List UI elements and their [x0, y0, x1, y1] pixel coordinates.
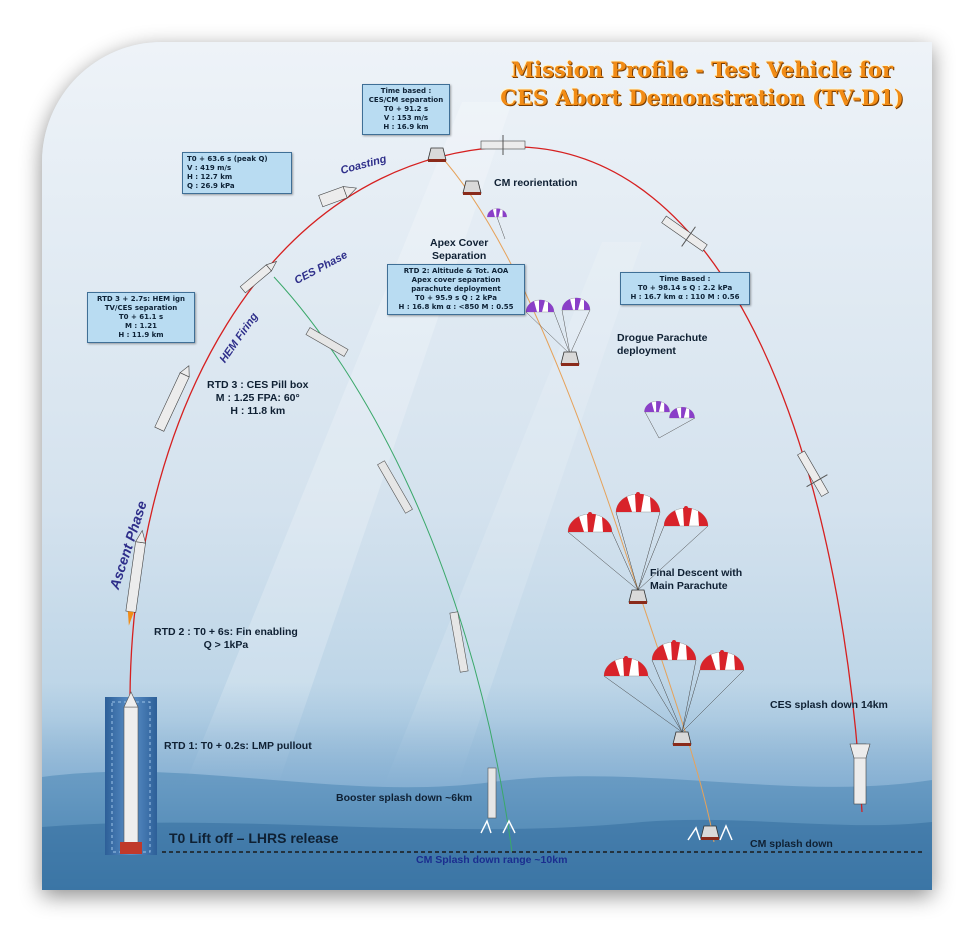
label-ces-splash: CES splash down 14km	[770, 699, 888, 711]
label-rtd2-fin: RTD 2 : T0 + 6s: Fin enabling Q > 1kPa	[154, 626, 298, 651]
label-cm-reorientation: CM reorientation	[494, 177, 578, 189]
label-rtd1: RTD 1: T0 + 0.2s: LMP pullout	[164, 740, 312, 752]
label-cm-splash: CM splash down	[750, 838, 833, 850]
label-t0-liftoff: T0 Lift off – LHRS release	[169, 830, 339, 846]
info-box-rtd3-hem: RTD 3 + 2.7s: HEM ign TV/CES separation …	[87, 292, 195, 343]
drogue-parachute-icon-2	[525, 297, 591, 367]
cm-descent-trajectory	[436, 151, 715, 843]
label-rtd3-pill: RTD 3 : CES Pill box M : 1.25 FPA: 60° H…	[207, 379, 309, 417]
parachute-icon	[567, 491, 709, 605]
ces-booster-trajectory	[273, 276, 513, 853]
booster-splash-icon	[487, 767, 497, 819]
ces-tower-descent-icon-2	[797, 450, 829, 497]
booster-icon	[305, 327, 349, 357]
ces-tower-descent-icon	[661, 215, 708, 252]
info-box-time-based: Time Based : T0 + 98.14 s Q : 2.2 kPa H …	[620, 272, 750, 305]
label-cm-range: CM Splash down range ~10km	[416, 854, 568, 866]
info-box-rtd2-apex: RTD 2: Altitude & Tot. AOA Apex cover se…	[387, 264, 525, 315]
booster-icon-3	[449, 611, 469, 673]
info-box-peak-q: T0 + 63.6 s (peak Q) V : 419 m/s H : 12.…	[182, 152, 292, 194]
ces-splash-vehicle-icon	[849, 743, 871, 805]
trajectory-diagram	[42, 42, 932, 890]
crew-module-reorient-icon	[462, 180, 482, 196]
ces-tower-icon	[239, 260, 278, 294]
label-booster-splash: Booster splash down ~6km	[336, 792, 473, 804]
ascent-vehicle-icon-2	[154, 365, 190, 432]
booster-icon-2	[377, 460, 413, 514]
drogue-parachute-icon-3	[643, 400, 696, 439]
coasting-vehicle-icon	[318, 186, 358, 208]
info-box-ces-cm-separation: Time based : CES/CM separation T0 + 91.2…	[362, 84, 450, 135]
ascent-vehicle-icon	[125, 529, 146, 626]
ces-tower-icon-apex	[480, 135, 526, 155]
mission-profile-card: Mission Profile - Test Vehicle for CES A…	[42, 42, 932, 890]
label-apex-cover: Apex Cover Separation	[430, 237, 489, 262]
drogue-parachute-icon	[486, 208, 508, 240]
parachute-icon-2	[603, 639, 745, 747]
booster-splash-splash-icon	[480, 819, 516, 834]
label-drogue: Drogue Parachute deployment	[617, 332, 708, 357]
page-title: Mission Profile - Test Vehicle for CES A…	[500, 57, 904, 110]
crew-module-icon	[427, 147, 447, 163]
splash-icon	[687, 824, 733, 841]
label-final-descent: Final Descent with Main Parachute	[650, 567, 743, 592]
launch-vehicle-icon	[105, 691, 157, 855]
